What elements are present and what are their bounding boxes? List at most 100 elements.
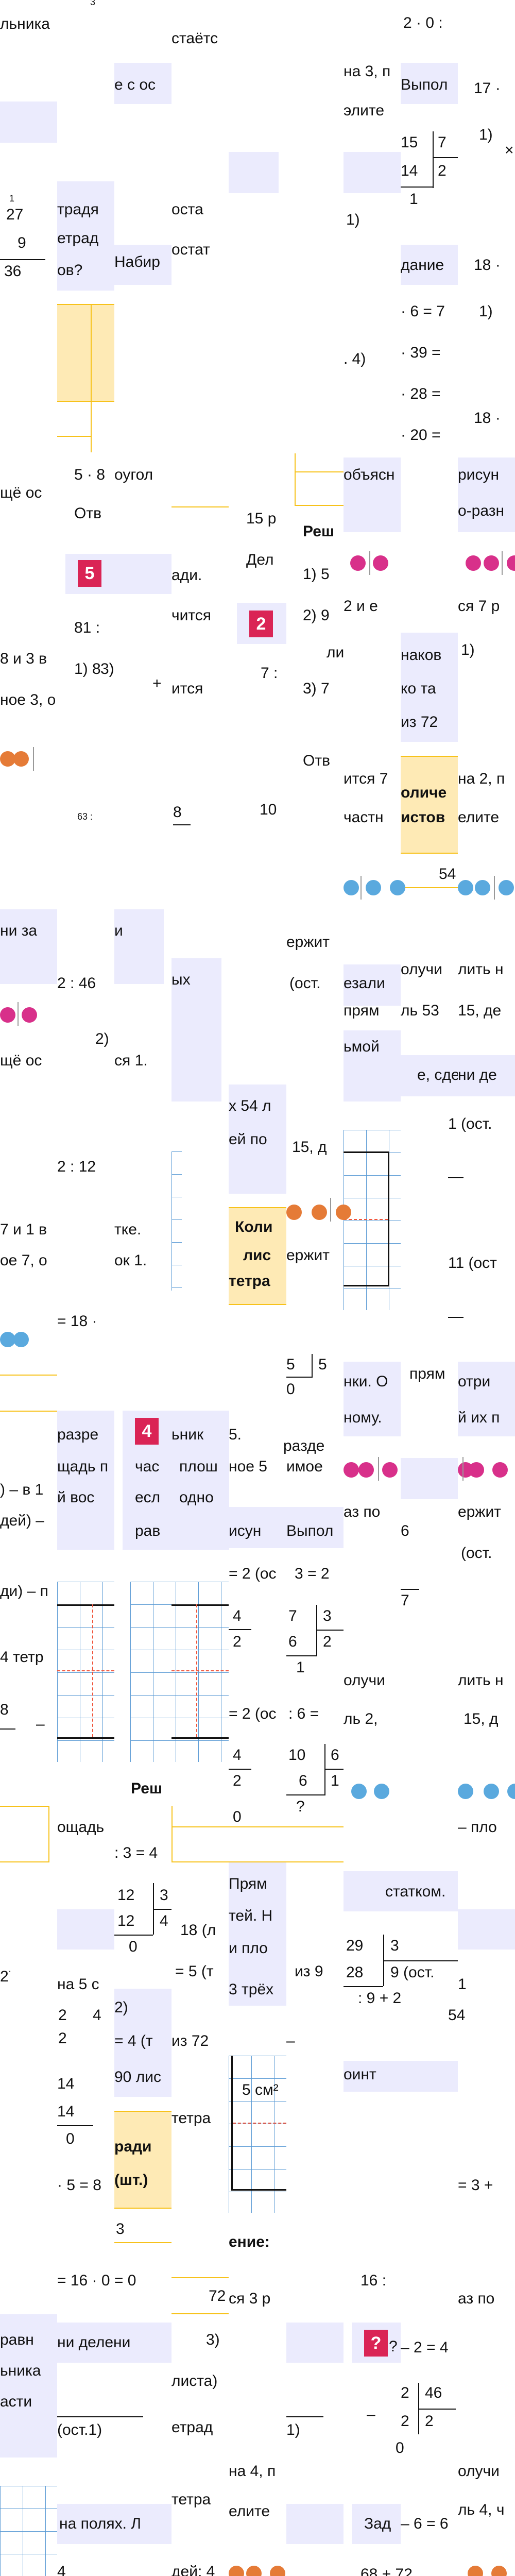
text-fragment: й вос bbox=[57, 1489, 95, 1506]
division-line bbox=[383, 1960, 458, 1961]
text-fragment: ержит bbox=[286, 934, 330, 951]
text-fragment: (ост.1) bbox=[57, 2421, 102, 2438]
highlight-block bbox=[344, 457, 401, 532]
division-line bbox=[114, 1935, 153, 1936]
text-fragment: лить н bbox=[458, 1672, 504, 1689]
text-fragment: разре bbox=[57, 1426, 99, 1443]
text-fragment: 3) bbox=[100, 660, 114, 677]
text-fragment: · 20 = bbox=[401, 427, 441, 444]
highlight-block bbox=[344, 2061, 458, 2092]
fraction-line bbox=[229, 1769, 251, 1770]
text-fragment: тетра bbox=[171, 2491, 211, 2508]
text-fragment: ьника bbox=[0, 2362, 41, 2379]
grid-paper bbox=[171, 1151, 182, 1291]
text-fragment: · 39 = bbox=[401, 344, 441, 361]
text-fragment: Прям bbox=[229, 1875, 267, 1892]
highlight-block bbox=[57, 2504, 171, 2544]
fraction-line bbox=[401, 1589, 419, 1590]
fraction-line bbox=[57, 2125, 93, 2126]
text-fragment: о-разн bbox=[458, 502, 505, 519]
table-header-text: (шт.) bbox=[114, 2172, 148, 2189]
text-fragment: 3 = 2 bbox=[295, 1565, 330, 1582]
long-division-quotient: 4 bbox=[160, 1912, 168, 1929]
dot-separator bbox=[369, 551, 370, 575]
long-division-subtrahend: 12 bbox=[117, 1912, 135, 1929]
text-fragment: (ост. bbox=[461, 1545, 492, 1562]
difficulty-dot bbox=[507, 555, 515, 571]
text-fragment: щё ос bbox=[0, 1052, 42, 1069]
text-fragment: 8 bbox=[0, 1701, 9, 1718]
long-division-remainder: : 9 + 2 bbox=[358, 1990, 402, 2007]
text-fragment: ьник bbox=[171, 1426, 204, 1443]
text-fragment: Выпол bbox=[286, 1522, 334, 1539]
text-fragment: Реш bbox=[131, 1780, 162, 1797]
long-division-dividend: 12 bbox=[117, 1887, 135, 1904]
long-division-subtrahend: 6 bbox=[299, 1772, 307, 1789]
table-border bbox=[295, 505, 344, 506]
long-division-subtrahend: 2 bbox=[401, 2413, 409, 2430]
text-fragment: ится bbox=[171, 680, 203, 697]
text-fragment: 2 · 0 : bbox=[403, 14, 443, 31]
text-fragment: 2 : 12 bbox=[57, 1158, 96, 1175]
difficulty-dot bbox=[0, 1332, 15, 1347]
text-fragment: 4 bbox=[93, 2007, 101, 2024]
text-fragment: : 6 = bbox=[288, 1705, 319, 1722]
column-sum: 36 bbox=[4, 263, 22, 280]
text-fragment: 8 bbox=[173, 804, 182, 821]
long-division-remainder: 0 bbox=[286, 1381, 295, 1398]
table-border bbox=[57, 436, 91, 437]
text-fragment: ей по bbox=[229, 1131, 267, 1148]
division-bracket bbox=[324, 1744, 325, 1795]
text-fragment: ди) – п bbox=[0, 1583, 48, 1600]
text-fragment: тке. bbox=[114, 1221, 142, 1238]
text-fragment: на 4, п bbox=[229, 2463, 276, 2480]
text-fragment: й их п bbox=[458, 1409, 500, 1426]
division-line bbox=[316, 1630, 344, 1631]
text-fragment: 7 : bbox=[261, 665, 278, 682]
difficulty-dot bbox=[344, 1462, 359, 1478]
table-border bbox=[91, 304, 92, 452]
text-fragment: = 3 + bbox=[458, 2177, 493, 2194]
table-border bbox=[0, 1411, 57, 1412]
rectangle-outline bbox=[344, 1285, 389, 1286]
text-fragment: 2 : 46 bbox=[57, 975, 96, 992]
highlight-block bbox=[114, 2061, 171, 2097]
text-fragment: чится bbox=[171, 607, 212, 624]
rectangle-outline bbox=[231, 2189, 286, 2191]
table-rule bbox=[448, 1317, 464, 1318]
long-division-quotient: 1 bbox=[331, 1772, 339, 1789]
text-fragment: Набир bbox=[114, 253, 160, 270]
highlight-block bbox=[0, 101, 57, 143]
text-fragment: 2) bbox=[114, 1999, 128, 2016]
difficulty-dot bbox=[13, 1332, 29, 1347]
division-line bbox=[286, 1377, 313, 1378]
highlight-block bbox=[458, 457, 515, 532]
text-fragment: ов? bbox=[57, 262, 83, 279]
text-fragment: 7 bbox=[401, 1592, 409, 1609]
text-fragment: + bbox=[152, 675, 162, 692]
text-fragment: 54 bbox=[448, 2007, 466, 2024]
exercise-number-badge: 4 bbox=[135, 1418, 159, 1445]
text-fragment: олучи bbox=[344, 1672, 385, 1689]
text-fragment: ержит bbox=[458, 1503, 501, 1520]
rectangle-outline bbox=[171, 1737, 229, 1739]
text-fragment: ль 4, ч bbox=[458, 2501, 505, 2518]
text-fragment: 1 bbox=[9, 193, 15, 204]
text-fragment: из 72 bbox=[171, 2032, 209, 2049]
long-division-dividend: 15 bbox=[401, 134, 418, 151]
difficulty-dot bbox=[0, 1007, 15, 1023]
text-fragment: 17 · bbox=[474, 80, 501, 97]
text-fragment: 3 bbox=[116, 2221, 125, 2238]
text-fragment: – 6 = 6 bbox=[401, 2515, 449, 2532]
text-fragment: ни де bbox=[458, 1066, 497, 1083]
text-fragment: оста bbox=[171, 201, 203, 218]
text-fragment: ни за bbox=[0, 922, 38, 939]
exercise-number-badge: 5 bbox=[78, 560, 101, 587]
text-fragment: элите bbox=[344, 102, 384, 119]
table-border bbox=[171, 1861, 344, 1862]
fraction-line bbox=[286, 2416, 323, 2417]
text-fragment: ль 53 bbox=[401, 1002, 439, 1019]
dashed-cut-line bbox=[57, 1670, 114, 1671]
text-fragment: лить н bbox=[458, 961, 504, 978]
